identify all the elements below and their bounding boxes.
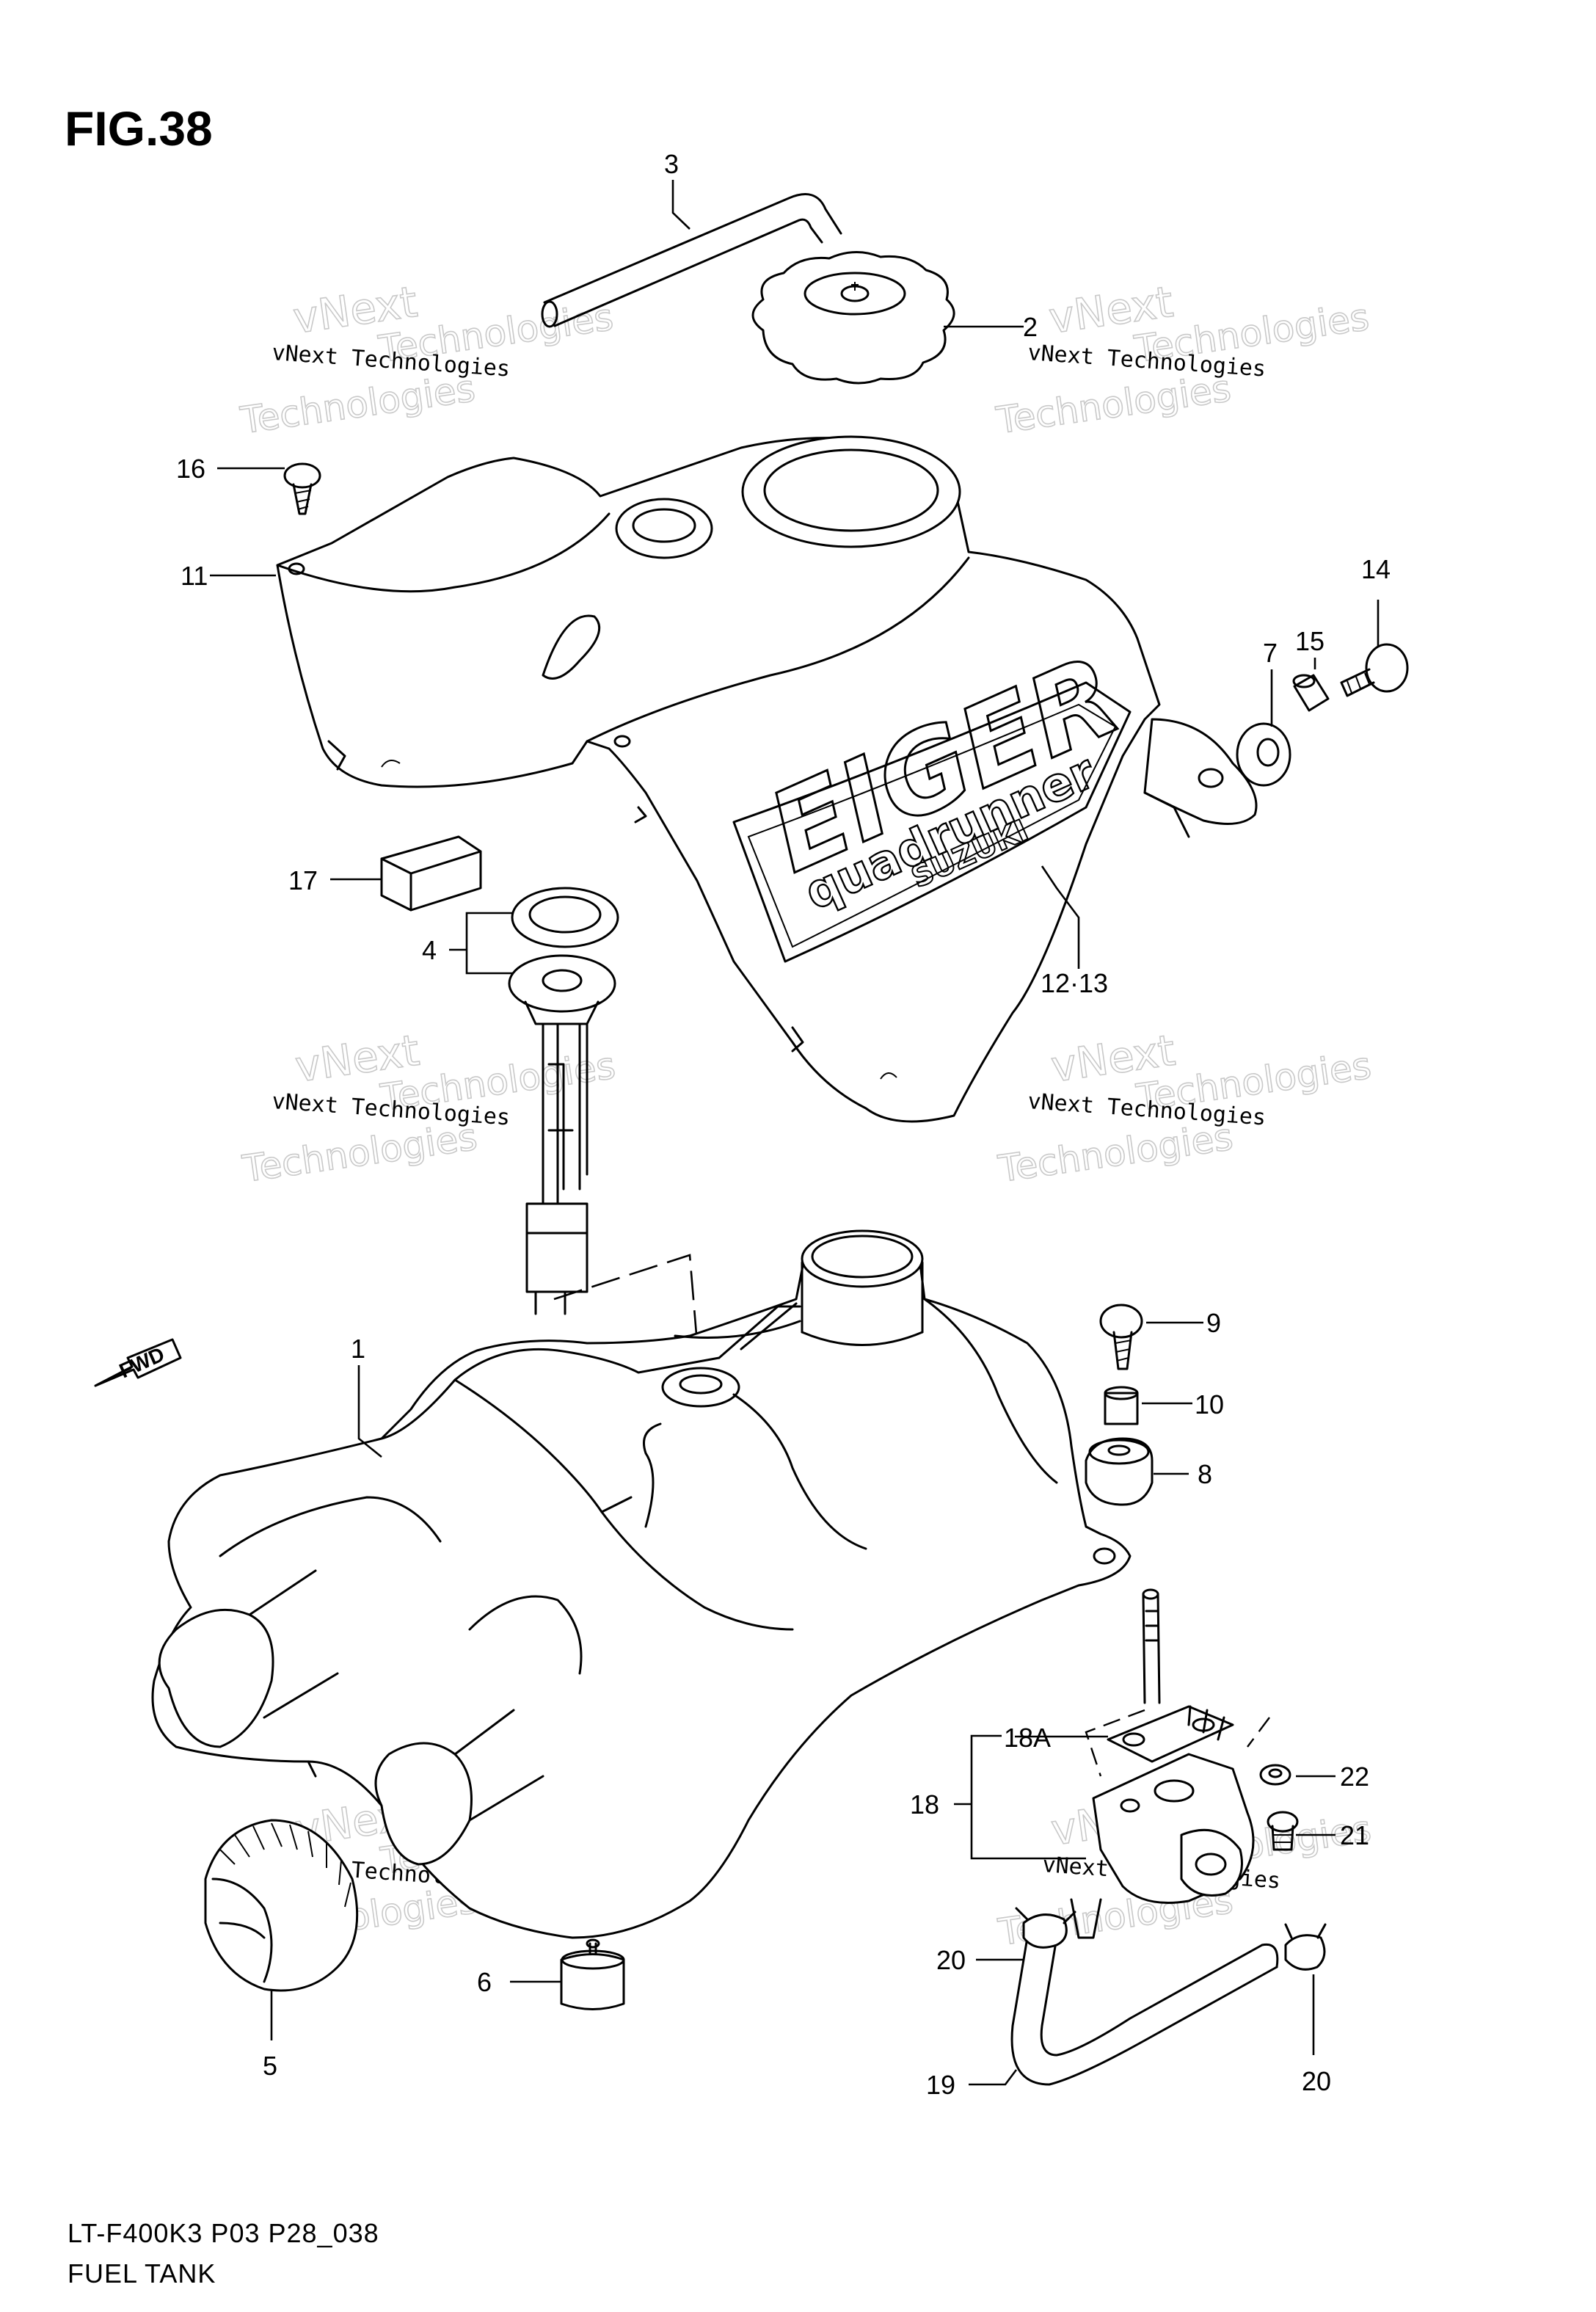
part-washer-22[interactable] <box>1259 1764 1291 1786</box>
watermark-word: Technologies <box>240 1116 480 1190</box>
callout-11: 11 <box>181 561 208 591</box>
figure-code: LT-F400K3 P03 P28_038 <box>68 2218 379 2248</box>
part-screw-16[interactable] <box>283 462 321 515</box>
callout-21: 21 <box>1340 1820 1369 1850</box>
part-clip-20-right[interactable] <box>1284 1923 1327 1971</box>
callout-16: 16 <box>176 454 205 484</box>
part-cushion-6[interactable] <box>560 1938 625 2010</box>
callout-6: 6 <box>477 1967 492 1997</box>
figure-name: FUEL TANK <box>68 2258 216 2289</box>
callout-2: 2 <box>1023 312 1038 342</box>
callout-15: 15 <box>1295 626 1324 656</box>
watermark-word: Technologies <box>996 1116 1236 1190</box>
figure-title: FIG.38 <box>65 101 213 156</box>
callout-20-left: 20 <box>936 1945 966 1975</box>
watermark-word: Technologies <box>238 367 478 442</box>
part-cushion-8[interactable] <box>1085 1437 1154 1506</box>
part-fuel-gauge-gasket[interactable] <box>511 887 619 948</box>
callout-5: 5 <box>263 2051 277 2081</box>
part-clip-20-left[interactable] <box>1015 1907 1076 1949</box>
part-bolt-14[interactable] <box>1340 643 1409 697</box>
part-bolt-9[interactable] <box>1099 1304 1143 1370</box>
callout-14: 14 <box>1361 554 1391 584</box>
callout-18A: 18A <box>1004 1723 1051 1753</box>
callout-9: 9 <box>1206 1308 1221 1338</box>
callout-12-13: 12·13 <box>1041 968 1108 998</box>
callout-17: 17 <box>288 865 318 895</box>
part-collar-15[interactable] <box>1292 674 1330 712</box>
forward-arrow-icon: FWD <box>94 1338 182 1387</box>
part-clamp-5[interactable] <box>204 1819 359 1992</box>
part-pad-17[interactable] <box>380 835 482 912</box>
callout-7: 7 <box>1263 638 1278 668</box>
part-fuel-hose[interactable] <box>1010 1926 1279 2086</box>
part-fuel-tank[interactable] <box>151 1229 1132 1939</box>
callout-18: 18 <box>910 1789 939 1820</box>
part-fuel-cap[interactable] <box>751 250 955 385</box>
part-tank-cover[interactable] <box>276 435 1258 1123</box>
gauge-alignment-line <box>553 1254 702 1388</box>
callout-4: 4 <box>422 935 437 965</box>
watermark-word: Technologies <box>994 367 1234 442</box>
part-breather-hose[interactable] <box>541 193 842 328</box>
callout-19: 19 <box>926 2070 955 2100</box>
callout-10: 10 <box>1195 1389 1224 1419</box>
part-fuel-gauge[interactable] <box>508 954 616 1315</box>
callout-1: 1 <box>351 1334 365 1364</box>
part-screw-21[interactable] <box>1267 1811 1299 1851</box>
leader-lines <box>210 180 1380 2086</box>
part-collar-10[interactable] <box>1104 1386 1139 1425</box>
callout-20-right: 20 <box>1302 2066 1331 2096</box>
part-cushion-7[interactable] <box>1236 722 1291 787</box>
callout-3: 3 <box>664 149 679 179</box>
part-fuel-valve[interactable] <box>1070 1588 1255 1939</box>
callout-8: 8 <box>1198 1459 1212 1489</box>
callout-22: 22 <box>1340 1762 1369 1792</box>
valve-dashed-line <box>1085 1709 1270 1777</box>
